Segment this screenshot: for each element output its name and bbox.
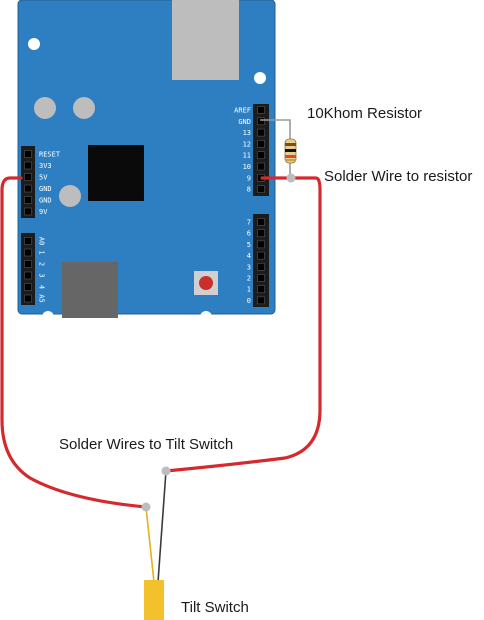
reset-button [199,276,213,290]
pin-label: 4 [247,252,251,260]
mounting-hole [200,311,212,323]
pin-label: 4 [38,285,46,289]
analog-pin-group: A0 1 2 3 4A5 [24,237,46,303]
pin-label: 5 [247,241,251,249]
pin-socket [257,229,265,237]
pin-label: 3V3 [39,162,52,170]
pin-label: 7 [247,219,251,227]
capacitor [73,97,95,119]
pin-label: 0 [247,297,251,305]
resistor-band [285,143,296,146]
red-wire-5v-to-switch [0,176,148,509]
tilt-switch-lead-yellow [145,506,155,583]
pin-socket [257,162,265,171]
pin-socket [24,196,32,204]
red-wire-pin9-to-switch [164,176,322,473]
pin-label: 2 [247,275,251,283]
pin-socket [24,150,32,158]
pin-socket [24,207,32,216]
pin-label: A0 [38,237,46,245]
power-jack [62,262,118,318]
pin-socket [257,185,265,193]
solder-switch-label: Solder Wires to Tilt Switch [59,436,233,453]
pin-socket [257,240,265,249]
pin-label: 1 [247,286,251,294]
pin-socket [24,271,32,280]
capacitor [34,97,56,119]
pin-label: 8 [247,186,251,194]
pin-socket [257,117,265,126]
resistor-band [285,149,296,152]
pin-label: 5V [39,174,48,182]
pin-label: 10 [243,163,251,171]
mounting-hole [254,72,266,84]
pin-label: 1 [38,250,46,254]
pin-label: 13 [243,129,251,137]
pin-socket [257,140,265,148]
resistor [260,119,297,178]
pin-label: 9V [39,208,48,216]
pin-label: 6 [247,230,251,238]
pin-socket [24,294,32,303]
pin-socket [24,283,32,291]
pin-socket [257,262,265,271]
resistor-label: 10Khom Resistor [307,105,422,122]
tilt-switch-label: Tilt Switch [181,599,249,616]
pin-label: 3 [38,273,46,277]
pin-socket [257,106,265,114]
pin-socket [257,218,265,226]
power-pin-group: RESET 3V3 5V GND GND 9V [24,150,61,216]
pin-socket [257,251,265,260]
tilt-switch [144,580,164,620]
pin-socket [257,128,265,137]
digital-pin-group-bottom: 7 6 5 4 3 2 1 0 [247,218,265,305]
pin-socket [257,274,265,282]
usb-connector [172,0,239,80]
pin-socket [24,161,32,170]
resistor-lead [260,119,291,140]
mounting-hole [28,38,40,50]
pin-label: RESET [39,151,61,159]
solder-resistor-label: Solder Wire to resistor [324,168,472,185]
pin-socket [257,296,265,305]
pin-label: GND [39,197,52,205]
pin-label: 3 [247,263,251,271]
tilt-switch-lead-dark [157,470,167,583]
pin-label: GND [238,118,251,126]
pin-socket [24,248,32,257]
digital-header-top [253,104,269,196]
pin-label: 11 [243,152,251,160]
digital-header-bottom [253,214,269,307]
pin-label: GND [39,185,52,193]
microcontroller-chip [88,145,144,201]
pin-label: 12 [243,140,251,148]
pin-label: AREF [234,107,251,115]
pin-label: 2 [38,262,46,266]
solder-point-switch [141,502,151,512]
mounting-hole [42,311,54,323]
pin-label: A5 [38,294,46,302]
pin-socket [24,173,32,181]
resistor-band [285,159,296,161]
pin-socket [257,151,265,159]
resistor-band [285,155,296,158]
solder-point-resistor [286,173,296,183]
pin-socket [24,237,32,245]
solder-point-switch [161,466,171,476]
pin-label: 9 [247,174,251,182]
capacitor [59,185,81,207]
pin-socket [24,184,32,193]
pin-socket [24,260,32,268]
pin-socket [257,285,265,294]
